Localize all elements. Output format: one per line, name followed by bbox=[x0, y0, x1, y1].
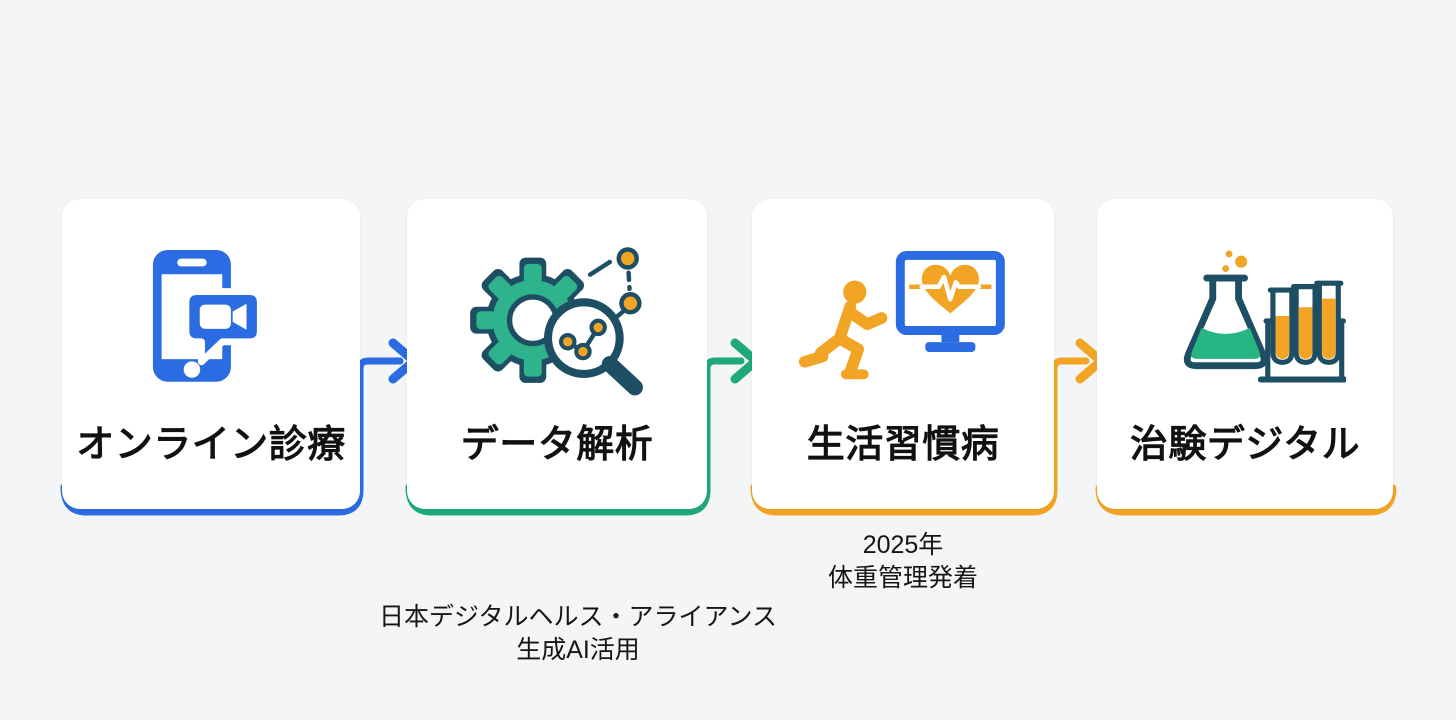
step-label: オンライン診療 bbox=[76, 424, 346, 466]
step-card-clinical-trial: 治験デジタル bbox=[1097, 199, 1393, 509]
flask-test-tubes-icon bbox=[1144, 225, 1346, 411]
bottom-caption-line1: 日本デジタルヘルス・アライアンス bbox=[378, 603, 777, 631]
step3-caption-line1: 2025年 bbox=[862, 531, 944, 559]
step3-caption-line2: 体重管理発着 bbox=[827, 564, 978, 592]
gear-magnifier-analytics-icon bbox=[463, 225, 651, 411]
step-card-data-analysis: データ解析 bbox=[407, 199, 707, 509]
bottom-caption: 日本デジタルヘルス・アライアンス 生成AI活用 bbox=[318, 601, 838, 667]
smartphone-video-call-icon bbox=[146, 225, 276, 411]
bottom-caption-line2: 生成AI活用 bbox=[516, 636, 640, 664]
step-label: 治験デジタル bbox=[1129, 424, 1361, 466]
runner-heart-monitor-icon bbox=[799, 225, 1007, 411]
step-label: データ解析 bbox=[460, 424, 654, 466]
step-card-online-medical: オンライン診療 bbox=[62, 199, 360, 509]
step-card-lifestyle-disease: 生活習慣病 bbox=[752, 199, 1054, 509]
step3-caption: 2025年 体重管理発着 bbox=[752, 529, 1054, 595]
step-label: 生活習慣病 bbox=[806, 424, 1000, 466]
